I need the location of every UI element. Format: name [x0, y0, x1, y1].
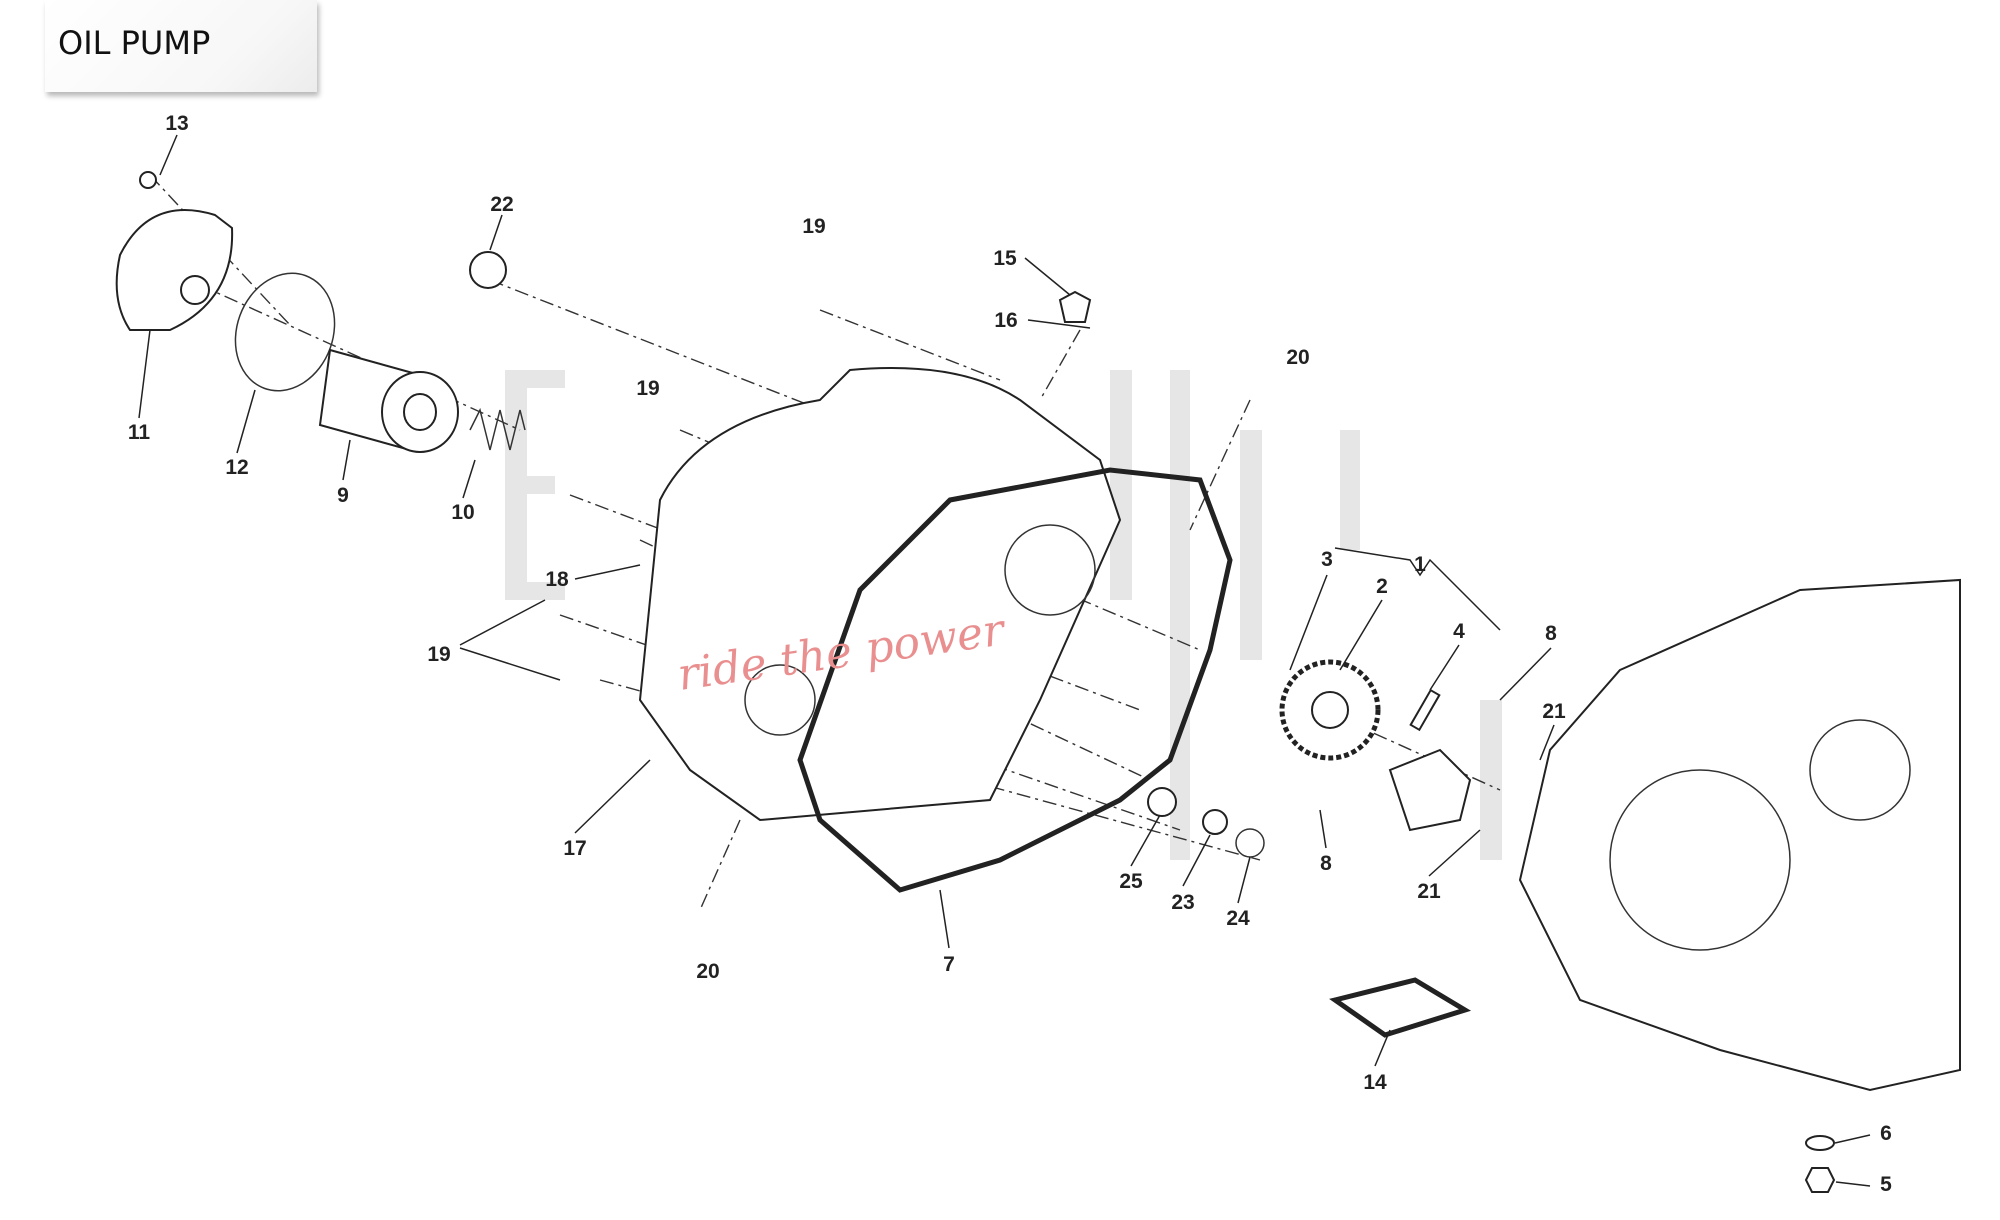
callout-19: 19	[636, 377, 659, 400]
callout-1: 1	[1414, 553, 1426, 576]
callout-21: 21	[1417, 880, 1441, 903]
callout-4: 4	[1453, 620, 1465, 643]
callout-8: 8	[1545, 622, 1557, 645]
callout-24: 24	[1226, 907, 1250, 930]
callout-12: 12	[225, 456, 248, 479]
washer-23	[1202, 809, 1228, 835]
callout-25: 25	[1119, 870, 1143, 893]
callout-10: 10	[451, 501, 474, 524]
callout-labels: 13 22 19 15 16 20 11 12 9 10 19 18 19 3 …	[128, 112, 1892, 1196]
callout-17: 17	[563, 837, 586, 860]
callout-7: 7	[943, 953, 955, 976]
callout-2: 2	[1376, 575, 1388, 598]
title-box: OIL PUMP	[45, 0, 317, 92]
callout-22: 22	[490, 193, 513, 216]
callout-23: 23	[1171, 891, 1194, 914]
callout-13: 13	[165, 112, 188, 135]
callout-15: 15	[993, 247, 1017, 270]
seal-22	[469, 251, 507, 289]
drain-plug-5	[1804, 1167, 1836, 1193]
gasket-7	[797, 467, 1233, 893]
page-title: OIL PUMP	[58, 24, 211, 62]
oil-pump-gear	[1279, 659, 1381, 761]
callout-8: 8	[1320, 852, 1332, 875]
strainer-gasket-14	[1329, 977, 1472, 1038]
spring	[469, 407, 526, 451]
washer-25	[1147, 787, 1177, 817]
washer-6	[1805, 1135, 1835, 1151]
crankcase	[1518, 578, 1961, 1092]
clutch-cover	[638, 367, 1122, 822]
pin-4	[1409, 688, 1441, 732]
oil-pump-body	[1388, 748, 1472, 832]
callout-16: 16	[994, 309, 1017, 332]
leader-lines	[138, 134, 1871, 1187]
watermark-logo	[505, 370, 1502, 860]
callout-20: 20	[696, 960, 719, 983]
callout-11: 11	[128, 421, 151, 444]
callout-21: 21	[1542, 700, 1566, 723]
oil-plug-15	[1058, 290, 1092, 323]
o-ring	[234, 272, 336, 392]
circlip-24	[1235, 828, 1265, 858]
callout-9: 9	[337, 484, 349, 507]
callout-19: 19	[427, 643, 450, 666]
callout-19: 19	[802, 215, 825, 238]
callout-20: 20	[1286, 346, 1309, 369]
oil-filter-cover	[115, 171, 234, 331]
callout-18: 18	[545, 568, 569, 591]
callout-5: 5	[1880, 1173, 1892, 1196]
oil-filter	[318, 348, 459, 453]
callout-6: 6	[1880, 1122, 1892, 1145]
callout-14: 14	[1363, 1071, 1387, 1094]
callout-3: 3	[1321, 548, 1333, 571]
